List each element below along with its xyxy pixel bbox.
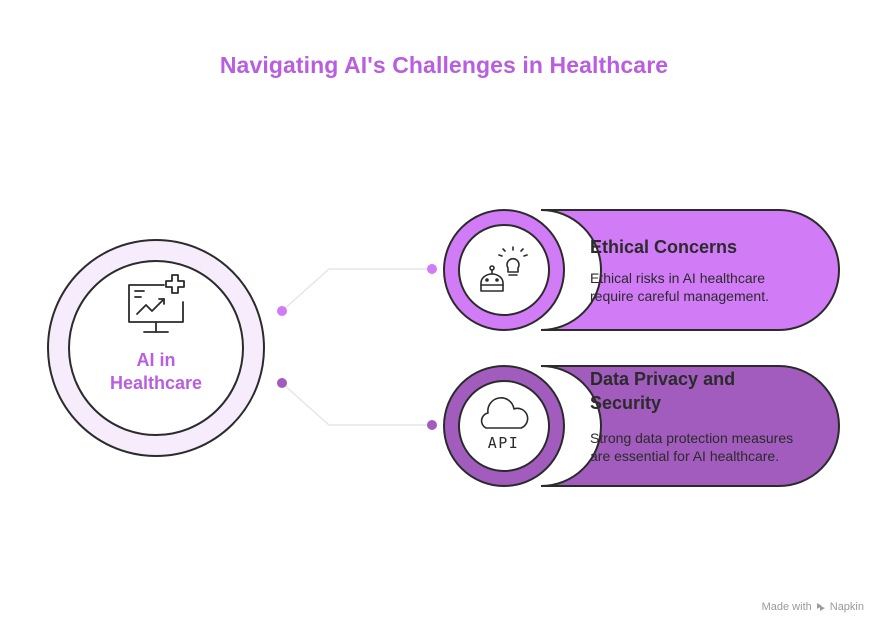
center-label-line2: Healthcare <box>109 373 203 393</box>
center-node <box>47 239 265 457</box>
credit-prefix: Made with <box>761 601 812 613</box>
connector-dot-bottom-end <box>427 420 437 430</box>
connector-line-top <box>281 268 431 312</box>
card-desc-ethical: Ethical risks in AI healthcare require c… <box>590 270 769 304</box>
card-title-ethical: Ethical Concerns <box>590 237 738 257</box>
card-ethical-concerns <box>443 209 840 331</box>
monitor-chart-plus-icon <box>128 274 185 333</box>
card-title-privacy: Data Privacy and Security <box>590 369 736 413</box>
napkin-logo-icon <box>816 603 825 611</box>
card-desc-privacy: Strong data protection measures are esse… <box>590 430 794 464</box>
diagram-title: Navigating AI's Challenges in Healthcare <box>219 52 669 78</box>
connector-dot-top-start <box>277 306 287 316</box>
credit-brand: Napkin <box>829 601 864 613</box>
card-data-privacy <box>443 365 840 487</box>
cloud-api-text: API <box>488 434 520 452</box>
robot-lightbulb-icon <box>480 246 528 292</box>
center-label: AI in Healthcare <box>86 349 226 395</box>
cloud-api-icon: API <box>480 397 529 452</box>
connector-dot-bottom-start <box>277 378 287 388</box>
connector-line-bottom <box>281 382 431 426</box>
made-with-credit[interactable]: Made with Napkin <box>762 601 864 613</box>
connector-dot-top-end <box>427 264 437 274</box>
center-label-line1: AI in <box>136 350 176 370</box>
